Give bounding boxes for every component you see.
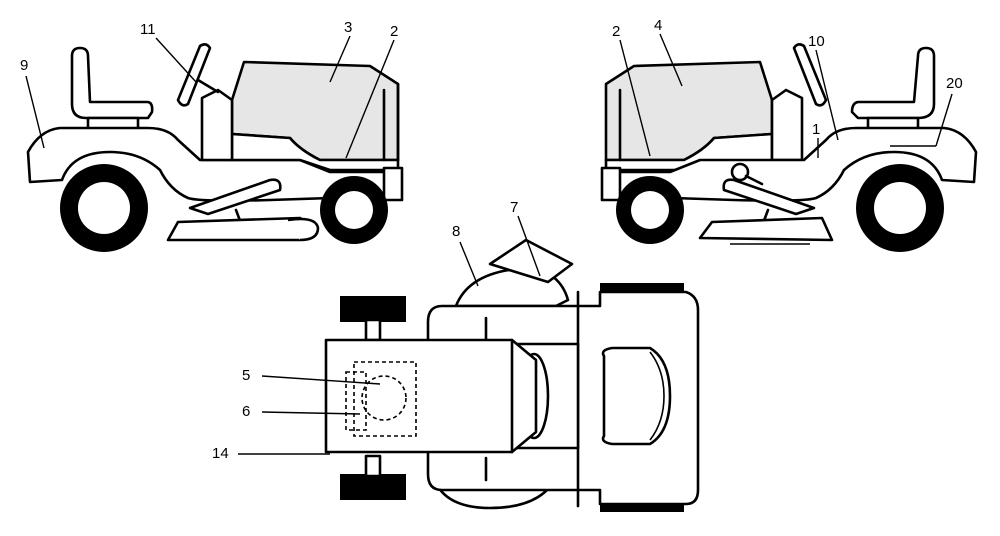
steering-wheel: [792, 43, 828, 107]
tractor-top-view: 8 7 5 6 14: [212, 199, 700, 512]
callout-2-left: 2: [390, 23, 398, 40]
callout-6: 6: [242, 403, 250, 420]
foot-pedal: [188, 178, 282, 216]
rear-fender: [610, 126, 978, 202]
dash-panel: [770, 88, 804, 162]
callout-20: 20: [946, 75, 963, 92]
discharge-chute: [287, 217, 320, 242]
callout-11: 11: [140, 21, 156, 38]
mower-deck: [166, 216, 311, 242]
callout-10: 10: [808, 33, 825, 50]
callout-5: 5: [242, 367, 250, 384]
tractor-right-side-view: 2 4 10 20 1: [600, 17, 978, 252]
steering-wheel: [176, 43, 212, 107]
dash-panel: [200, 88, 234, 162]
callout-2-right: 2: [612, 23, 620, 40]
front-bumper: [600, 166, 622, 202]
callout-1: 1: [812, 121, 820, 138]
callout-3: 3: [344, 19, 352, 36]
callout-14: 14: [212, 445, 229, 462]
tractor-left-side-view: 11 3 2 9: [20, 19, 404, 252]
hood-side-panel: [230, 132, 400, 172]
front-tire-bottom: [340, 474, 406, 500]
callout-8: 8: [452, 223, 460, 240]
callout-4: 4: [654, 17, 662, 34]
hood-top: [324, 338, 538, 454]
front-bumper: [382, 166, 404, 202]
foot-pedal: [722, 178, 816, 216]
mower-deck: [698, 216, 834, 242]
seat: [70, 46, 154, 120]
callout-9: 9: [20, 57, 28, 74]
discharge-chute-top: [488, 238, 574, 284]
seat-top: [601, 346, 672, 446]
seat: [850, 46, 936, 120]
rear-fender: [26, 126, 394, 202]
callout-7: 7: [510, 199, 518, 216]
front-tire-top: [340, 296, 406, 322]
